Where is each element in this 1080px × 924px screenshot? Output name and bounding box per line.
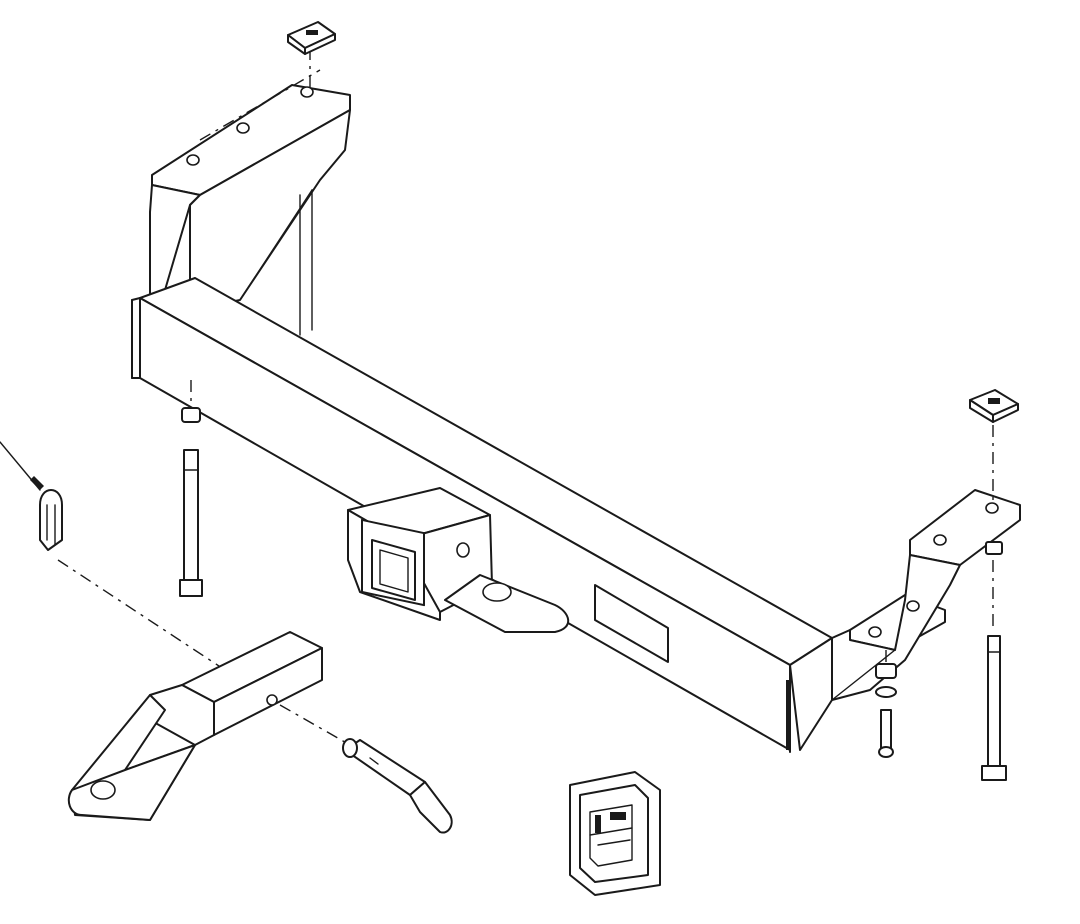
ball-mount [67, 631, 351, 821]
bracket-hole [933, 534, 947, 546]
left-mounting-bracket [149, 48, 351, 336]
bracket-hole [868, 626, 882, 638]
bracket-hole [186, 154, 200, 166]
receiver-cover [569, 771, 661, 896]
left-spacer-block [287, 21, 336, 55]
right-spacer-block [969, 389, 1019, 630]
bracket-hole [906, 600, 920, 612]
left-carriage-bolt [179, 380, 203, 597]
short-bolt [875, 650, 897, 758]
bracket-hole [300, 86, 314, 98]
ball-mount-pin-hole [266, 694, 278, 706]
receiver-tube [347, 487, 493, 621]
label-plate [594, 584, 669, 663]
bracket-hole [236, 122, 250, 134]
safety-chain-plate [444, 574, 570, 633]
ball-hole [90, 780, 116, 800]
right-mounting-bracket [831, 489, 1021, 701]
bracket-hole [985, 502, 999, 514]
right-carriage-bolt [981, 541, 1007, 781]
receiver-pin-hole [456, 542, 470, 558]
chain-plate-hole [482, 582, 512, 602]
hitch-pin [342, 738, 453, 834]
hitch-pin-clip [0, 441, 226, 671]
